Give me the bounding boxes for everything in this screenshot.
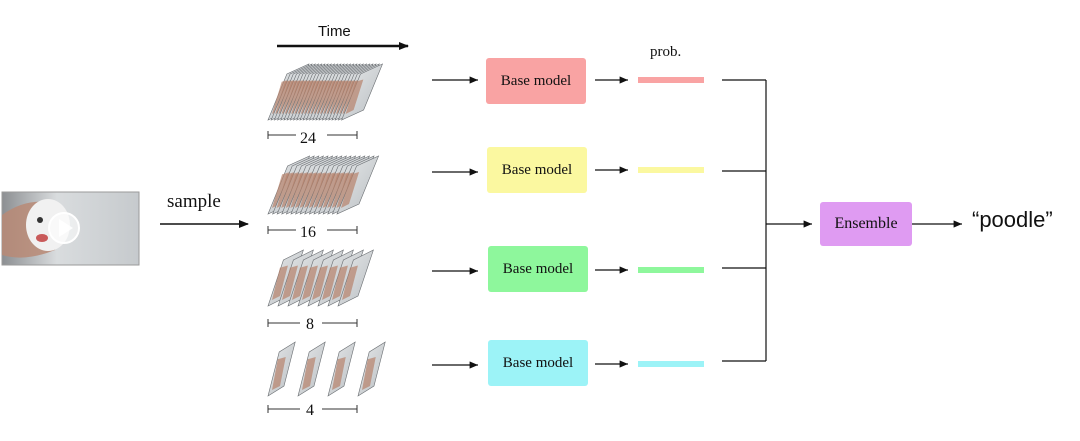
video-frame-content [282, 265, 298, 300]
time-label: Time [318, 23, 351, 40]
video-frame-content [302, 265, 318, 300]
base-model-box-2: Base model [487, 147, 587, 193]
video-frame-content [341, 172, 360, 208]
frame-stack-4 [267, 341, 386, 397]
video-frame-content [322, 265, 338, 300]
span-bracket-16 [267, 226, 358, 234]
merge-connector [722, 79, 767, 362]
span-bracket-4 [267, 405, 358, 413]
video-frame-content [302, 357, 316, 390]
frame-stack-8 [267, 249, 374, 307]
base-model-box-3: Base model [488, 246, 588, 292]
span-bracket-24 [267, 131, 358, 139]
play-icon[interactable] [48, 212, 80, 244]
frame-stack-16 [267, 155, 380, 215]
video-frame-content [362, 357, 376, 390]
prob-bar-3 [638, 267, 704, 273]
prob-bar-2 [638, 167, 704, 173]
frame-count-4: 4 [306, 402, 314, 419]
video-frame-content [272, 357, 286, 390]
video-frame-content [332, 265, 348, 300]
video-frame-content [292, 265, 308, 300]
base-model-box-1: Base model [486, 58, 586, 104]
ensemble-box: Ensemble [820, 202, 912, 246]
base-model-box-4: Base model [488, 340, 588, 386]
frame-count-24: 24 [300, 130, 316, 147]
frame-count-8: 8 [306, 316, 314, 333]
output-label: “poodle” [972, 207, 1053, 232]
video-frame-content [272, 265, 288, 300]
video-frame-content [342, 265, 358, 300]
video-frame-content [332, 357, 346, 390]
prob-bar-4 [638, 361, 704, 367]
sample-label: sample [167, 191, 221, 212]
video-frame-content [312, 265, 328, 300]
span-bracket-8 [267, 319, 358, 327]
input-video-thumbnail [1, 191, 140, 266]
prob-label: prob. [650, 44, 682, 60]
frame-stack-24 [267, 63, 384, 121]
video-frame-content [345, 79, 364, 114]
prob-bar-1 [638, 77, 704, 83]
frame-count-16: 16 [300, 224, 316, 241]
